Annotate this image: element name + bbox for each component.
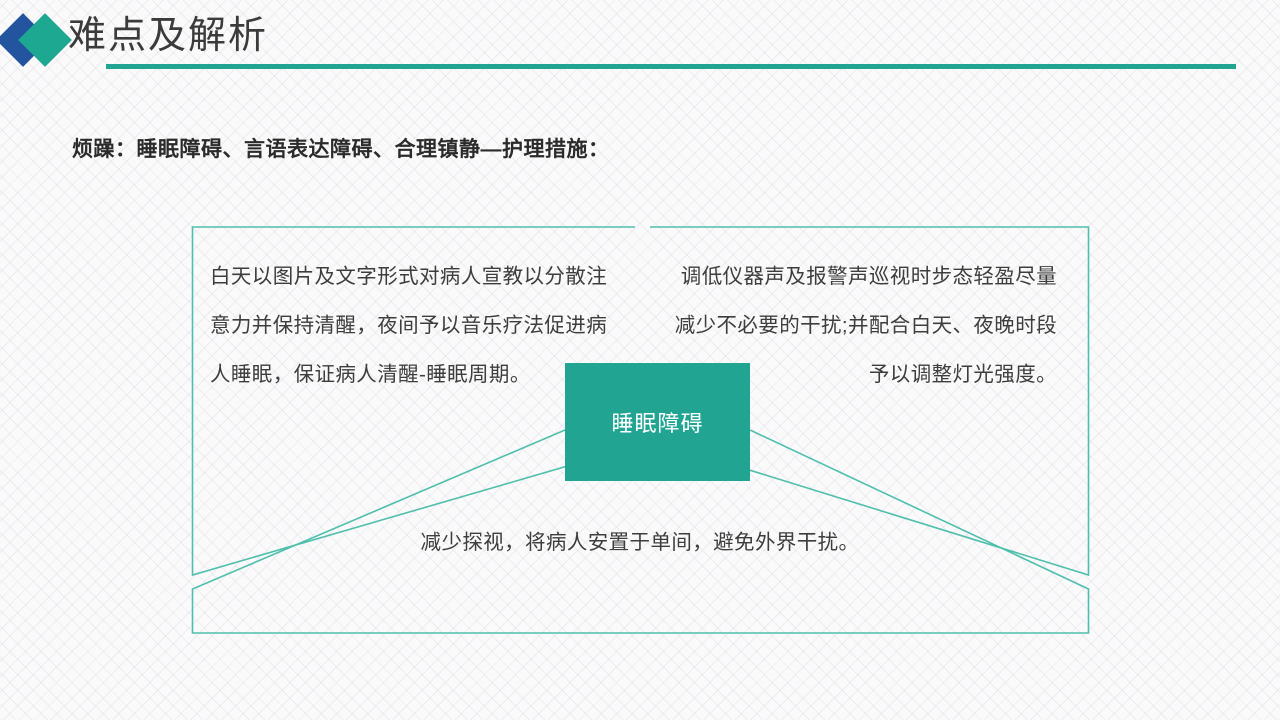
title-underline bbox=[106, 64, 1236, 69]
section-subtitle: 烦躁：睡眠障碍、言语表达障碍、合理镇静—护理措施： bbox=[72, 138, 610, 161]
header-logo bbox=[0, 10, 74, 70]
center-node-label: 睡眠障碍 bbox=[611, 411, 704, 436]
page-title: 难点及解析 bbox=[68, 15, 269, 57]
center-node: 睡眠障碍 bbox=[565, 363, 750, 481]
right-callout-text: 调低仪器声及报警声巡视时步态轻盈尽量减少不必要的干扰;并配合白天、夜晚时段予以调… bbox=[674, 265, 1057, 386]
left-callout-text: 白天以图片及文字形式对病人宣教以分散注意力并保持清醒，夜间予以音乐疗法促进病人睡… bbox=[210, 265, 608, 386]
bottom-callout-text: 减少探视，将病人安置于单间，避免外界干扰。 bbox=[420, 531, 860, 554]
